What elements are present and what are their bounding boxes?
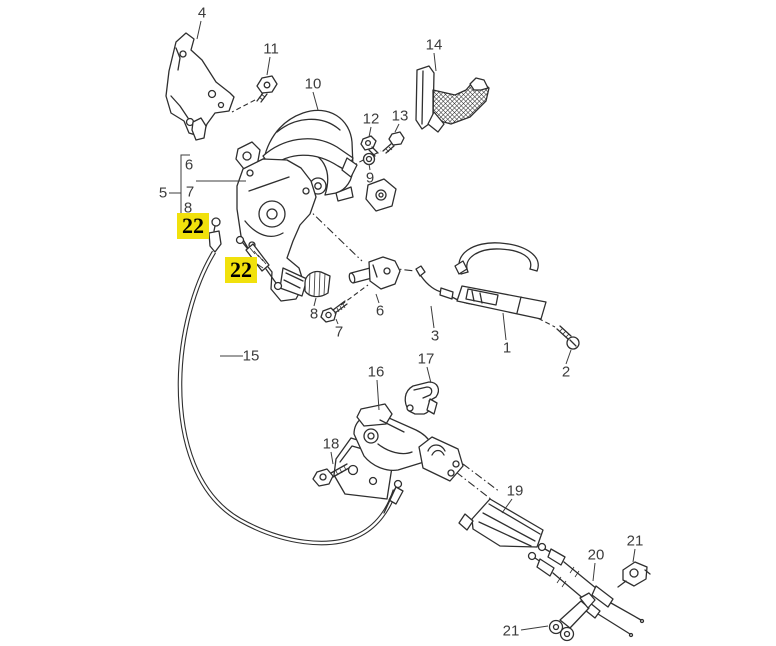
leader-8b <box>313 297 317 307</box>
leader-19 <box>501 498 513 514</box>
leader-6b <box>375 293 380 304</box>
part-9-nut <box>362 152 376 166</box>
part-20-cables <box>527 542 645 638</box>
leader-12 <box>368 126 372 138</box>
leader-7b <box>335 318 339 325</box>
part-2-screw <box>556 325 580 350</box>
part-13-bolt <box>382 131 405 154</box>
leader-9 <box>368 163 371 171</box>
leader-10 <box>312 91 319 111</box>
leader-14 <box>433 52 437 72</box>
part-18-bolt <box>312 463 350 487</box>
group-bracket <box>169 154 246 214</box>
leader-4 <box>196 20 202 40</box>
part-11-bolt <box>256 75 278 103</box>
leader-2 <box>565 349 572 365</box>
part-4-mounting-bracket <box>165 32 235 141</box>
part-14-pedal-pad <box>415 65 490 133</box>
leader-20 <box>592 562 596 582</box>
leader-11 <box>266 56 271 76</box>
part-19-wedge-boot <box>458 498 544 548</box>
part-8-buffer <box>304 270 331 298</box>
part-1-release-handle <box>454 242 547 320</box>
part-7-bolt <box>320 300 348 323</box>
leader-21b <box>520 625 549 631</box>
leader-18 <box>330 451 334 465</box>
leader-22b <box>256 263 264 269</box>
leader-16 <box>376 379 380 411</box>
part-12-bolt <box>360 135 379 157</box>
leader-1 <box>502 312 507 341</box>
part-6-pawl <box>348 256 401 290</box>
part-21-clip-right <box>617 561 651 588</box>
leader-21a <box>632 548 636 563</box>
part-21-clamp-bottom <box>548 592 596 642</box>
part-5-pedal-mechanism <box>235 138 397 302</box>
part-16-bracket-assembly <box>333 403 464 514</box>
leader-lines <box>196 20 636 631</box>
leader-17 <box>426 366 432 384</box>
leader-3 <box>430 305 435 329</box>
part-17-clip <box>404 381 440 415</box>
leader-13 <box>394 123 400 133</box>
